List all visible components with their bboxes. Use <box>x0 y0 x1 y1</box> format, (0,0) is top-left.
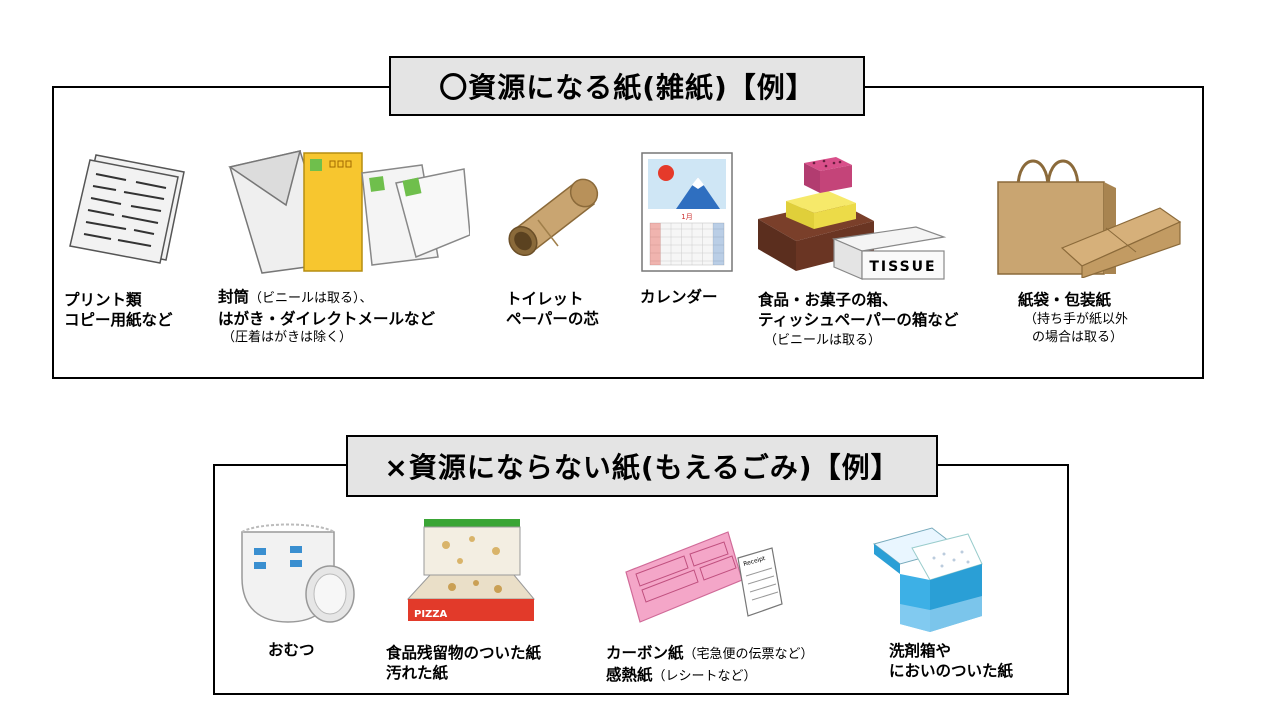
note-food-boxes: （ビニールは取る） <box>764 333 882 348</box>
caption-envelopes: 封筒（ビニールは取る）、 はがき・ダイレクトメールなど <box>218 288 436 328</box>
toilet-paper-core-illustration <box>498 176 602 260</box>
envelope-postcard-illustration <box>226 145 470 275</box>
tissue-label: TISSUE <box>869 259 936 275</box>
caption-food-residue: 食品残留物のついた紙 汚れた紙 <box>386 644 542 682</box>
caption-calendar: カレンダー <box>640 288 718 306</box>
printed-papers-illustration <box>66 150 186 265</box>
carbon-slip-receipt-illustration: Receipt <box>624 528 784 628</box>
caption-paper-bag: 紙袋・包装紙 <box>1018 291 1112 309</box>
pizza-box-illustration: PIZZA <box>406 517 536 627</box>
caption-toilet-core: トイレット ペーパーの芯 <box>506 290 599 328</box>
detergent-box-illustration <box>872 524 988 636</box>
note-envelopes: （圧着はがきは除く） <box>222 330 353 345</box>
diaper-illustration <box>238 518 360 628</box>
nonrecyclable-header: ×資源にならない紙(もえるごみ)【例】 <box>346 435 938 497</box>
caption-diaper: おむつ <box>268 641 315 659</box>
pizza-label: PIZZA <box>414 609 448 620</box>
caption-detergent: 洗剤箱や においのついた紙 <box>889 642 1014 680</box>
calendar-illustration: 1月 <box>640 151 734 273</box>
paper-bag-wrapping-illustration <box>996 148 1182 278</box>
caption-printed-papers: プリント類 コピー用紙など <box>64 291 173 329</box>
caption-food-boxes: 食品・お菓子の箱、 ティッシュペーパーの箱など <box>758 291 959 329</box>
calendar-month: 1月 <box>681 213 692 221</box>
note-paper-bag: （持ち手が紙以外 の場合は取る） <box>1024 312 1129 345</box>
caption-carbon-paper: カーボン紙（宅急便の伝票など） 感熱紙（レシートなど） <box>606 644 814 684</box>
food-box-tissue-illustration: TISSUE <box>756 153 950 281</box>
recyclable-header: 〇資源になる紙(雑紙)【例】 <box>389 56 865 116</box>
